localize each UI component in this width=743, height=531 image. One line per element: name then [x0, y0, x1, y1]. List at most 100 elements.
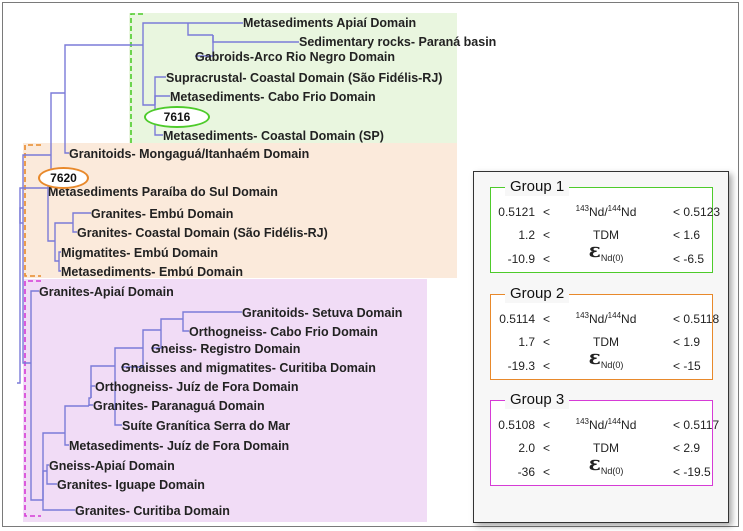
leaf-label: Metasediments- Embú Domain — [61, 265, 243, 279]
dendrogram-tree — [17, 13, 457, 522]
less-than-sign: < — [543, 205, 551, 219]
leaf-label: Sedimentary rocks- Paraná basin — [299, 35, 497, 49]
group1-tdm-low: 1.2 — [518, 228, 535, 242]
tree-branch — [182, 311, 242, 319]
group2-ratio-high: < 0.5118 — [673, 312, 720, 326]
group3-eps-high: < -19.5 — [673, 465, 711, 479]
tree-branch — [64, 93, 69, 154]
group2-tdm-high: < 1.9 — [673, 335, 701, 349]
legend-panel: Group 1 0.5121 < 143Nd/144Nd < 0.5123 1.… — [473, 171, 729, 523]
tdm-label: TDM — [593, 335, 619, 349]
group2-eps-high: < -15 — [673, 359, 701, 373]
tree-branch — [142, 329, 161, 348]
group3-box: Group 3 0.5108 < 143Nd/144Nd < 0.5117 2.… — [490, 391, 719, 486]
tree-branch — [64, 405, 89, 433]
sample-7620-marker: 7620 — [38, 167, 89, 189]
tree-branch — [187, 23, 213, 36]
tree-branch — [90, 365, 115, 398]
tree-branch — [64, 44, 143, 93]
tree-branches — [17, 22, 299, 511]
tree-branch — [114, 347, 143, 366]
tree-branch — [151, 330, 162, 349]
less-than-sign: < — [543, 228, 551, 242]
group2-ratio-low: 0.5114 — [499, 312, 535, 326]
tree-branch — [54, 222, 73, 241]
tree-branch — [72, 223, 77, 233]
tree-branch — [121, 348, 144, 368]
group3-tdm-high: < 2.9 — [673, 441, 701, 455]
tree-branch — [30, 290, 39, 363]
sample-7616-marker: 7616 — [144, 106, 210, 128]
leaf-label: Migmatites- Embú Domain — [61, 246, 218, 260]
tree-branch — [19, 208, 23, 224]
nd-ratio-label: 143Nd/144Nd — [575, 204, 637, 220]
leaf-label: Metasediments Paraíba do Sul Domain — [48, 185, 278, 199]
leaf-label: Granites- Iguape Domain — [57, 478, 205, 492]
less-than-sign: < — [543, 441, 551, 455]
tdm-label: TDM — [593, 441, 619, 455]
leaf-label: Metasediments- Cabo Frio Domain — [170, 90, 376, 104]
tree-branch — [58, 261, 61, 272]
tree-branch — [195, 35, 214, 57]
group2-box: Group 2 0.5114 < 143Nd/144Nd < 0.5118 1.… — [490, 285, 719, 380]
group1-eps-low: -10.9 — [507, 252, 535, 266]
tree-branch — [42, 500, 75, 511]
group1-box: Group 1 0.5121 < 143Nd/144Nd < 0.5123 1.… — [490, 178, 720, 273]
tree-branch — [17, 207, 23, 384]
group3-title: Group 3 — [505, 391, 570, 409]
group1-title: Group 1 — [505, 178, 570, 196]
leaf-label: Metasediments- Coastal Domain (SP) — [163, 129, 384, 143]
group3-bracket — [24, 280, 41, 517]
epsilon-nd-label: εNd(0) — [588, 345, 624, 370]
tree-branch — [154, 95, 170, 105]
group3-ratio-high: < 0.5117 — [673, 418, 720, 432]
group1-bracket — [130, 13, 143, 143]
less-than-sign: < — [543, 418, 551, 432]
tree-branch — [46, 464, 49, 471]
tree-branch — [42, 432, 65, 500]
leaf-label: Gabroids-Arco Rio Negro Domain — [195, 50, 396, 64]
leaf-label: Metasediments- Juíz de Fora Domain — [69, 439, 290, 453]
leaf-label: Gnaisses and migmatites- Curitiba Domain — [121, 361, 376, 375]
tree-branch — [22, 223, 31, 364]
less-than-sign: < — [543, 465, 551, 479]
group2-title: Group 2 — [505, 285, 570, 303]
leaf-label: Granites- Embú Domain — [91, 207, 234, 221]
nd-ratio-label: 143Nd/144Nd — [575, 311, 637, 327]
leaf-label: Metasediments Apiaí Domain — [243, 16, 417, 30]
leaf-label: Orthogneiss- Cabo Frio Domain — [189, 325, 378, 339]
tree-branch — [114, 366, 122, 426]
epsilon-nd-label: εNd(0) — [588, 451, 624, 476]
leaf-label: Granites-Apiaí Domain — [39, 285, 174, 299]
less-than-sign: < — [543, 359, 551, 373]
less-than-sign: < — [543, 312, 551, 326]
less-than-sign: < — [543, 335, 551, 349]
group3-ratio-low: 0.5108 — [498, 418, 535, 432]
epsilon-nd-label: εNd(0) — [588, 238, 624, 263]
leaf-label: Orthogneiss- Juíz de Fora Domain — [95, 380, 299, 394]
tdm-label: TDM — [593, 228, 619, 242]
group1-tdm-high: < 1.6 — [673, 228, 701, 242]
group1-ratio-low: 0.5121 — [498, 205, 535, 219]
tree-branch — [54, 241, 59, 262]
tree-branch — [50, 92, 65, 155]
tree-branch — [142, 22, 188, 45]
group2-eps-low: -19.3 — [507, 359, 535, 373]
tree-branch — [19, 187, 48, 208]
tree-branch — [47, 188, 55, 242]
group3-eps-low: -36 — [517, 465, 535, 479]
group1-ratio-high: < 0.5123 — [673, 205, 721, 219]
leaf-label: Granites- Coastal Domain (São Fidélis-RJ… — [77, 226, 328, 240]
group2-tdm-low: 1.7 — [518, 335, 535, 349]
leaf-label: Granites- Curitiba Domain — [75, 504, 230, 518]
tree-branch — [46, 471, 57, 485]
tree-branch — [142, 45, 155, 106]
tree-branch — [64, 433, 69, 446]
tree-branch — [182, 319, 189, 332]
tree-branch — [22, 154, 51, 223]
tree-branch — [72, 212, 91, 223]
tree-branch — [30, 363, 43, 501]
leaf-label: Granitoids- Mongaguá/Itanhaém Domain — [69, 147, 310, 161]
tree-branch — [160, 318, 183, 330]
